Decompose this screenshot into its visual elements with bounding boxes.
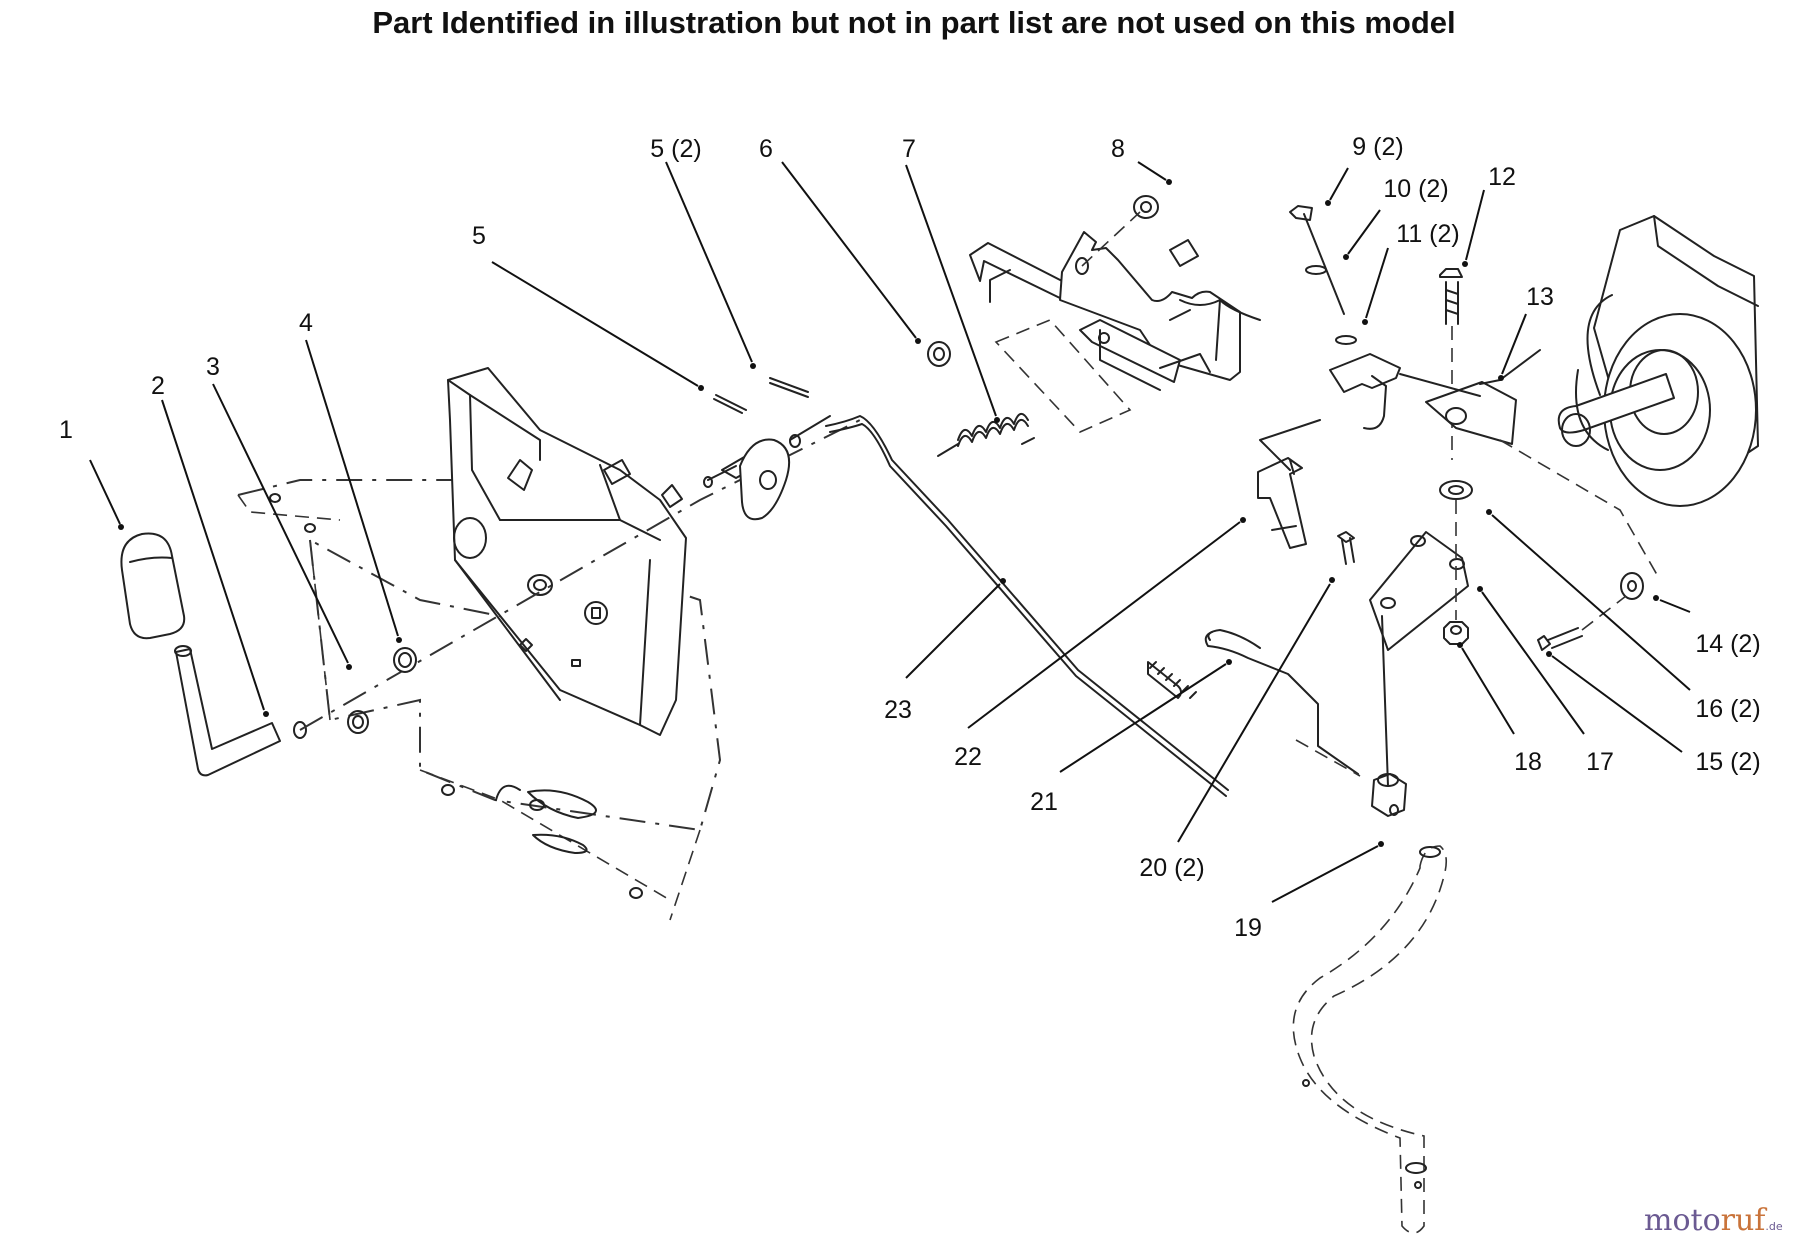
washer-6 xyxy=(927,341,951,367)
callout-15: 15 (2) xyxy=(1695,748,1760,776)
callout-19: 19 xyxy=(1234,914,1262,942)
pin-5-2 xyxy=(769,377,809,398)
cotter-pin-21 xyxy=(1204,629,1361,777)
callout-22: 22 xyxy=(954,743,982,771)
callout-4: 4 xyxy=(299,309,313,337)
callout-3: 3 xyxy=(206,353,220,381)
rod-end-block xyxy=(1371,773,1407,817)
callout-18: 18 xyxy=(1514,748,1542,776)
spring-7 xyxy=(937,413,1035,457)
watermark: motoruf.de xyxy=(1644,1203,1783,1238)
transmission-housing xyxy=(1557,215,1759,507)
leader-lines xyxy=(89,161,1691,903)
callout-14: 14 (2) xyxy=(1695,630,1760,658)
callout-9: 9 (2) xyxy=(1352,133,1403,161)
callout-5-2: 5 (2) xyxy=(650,135,701,163)
callout-20: 20 (2) xyxy=(1139,854,1204,882)
pin-5 xyxy=(713,394,747,414)
washer-14 xyxy=(1620,572,1644,600)
washer-11 xyxy=(1335,335,1357,345)
shift-knob xyxy=(120,532,186,640)
callout-12: 12 xyxy=(1488,163,1516,191)
callout-2: 2 xyxy=(151,372,165,400)
bolt-12 xyxy=(1439,268,1463,460)
callout-labels: 1 2 3 4 5 5 (2) 6 7 8 9 (2) 10 (2) 11 (2… xyxy=(59,133,1761,942)
callout-13: 13 xyxy=(1526,283,1554,311)
washer-16 xyxy=(1439,480,1473,500)
bolt-9 xyxy=(1289,205,1345,315)
bushing-4 xyxy=(393,647,417,673)
callout-17: 17 xyxy=(1586,748,1614,776)
bolt-15 xyxy=(1537,627,1583,651)
callout-6: 6 xyxy=(759,135,773,163)
shaft-axis-line xyxy=(299,419,861,731)
nut-18 xyxy=(1443,621,1469,645)
callout-23: 23 xyxy=(884,696,912,724)
control-rod-19 xyxy=(1292,845,1448,1234)
callout-16: 16 (2) xyxy=(1695,695,1760,723)
callout-21: 21 xyxy=(1030,788,1058,816)
washer-3 xyxy=(347,710,369,734)
bolt-20 xyxy=(1337,531,1355,565)
callout-10: 10 (2) xyxy=(1383,175,1448,203)
callout-7: 7 xyxy=(902,135,916,163)
shift-lever xyxy=(174,645,307,777)
watermark-text: motoruf.de xyxy=(1644,1203,1783,1238)
bracket-13 xyxy=(1329,349,1541,445)
control-bracket xyxy=(447,367,687,736)
axis-line-8 xyxy=(1081,211,1141,267)
header-note: Part Identified in illustration but not … xyxy=(372,5,1455,40)
callout-5: 5 xyxy=(472,222,486,250)
frame-outline xyxy=(994,319,1132,433)
washer-10 xyxy=(1305,265,1327,275)
callout-11: 11 (2) xyxy=(1396,220,1459,248)
pivot-assembly xyxy=(703,415,831,521)
axis-line-right xyxy=(1499,439,1661,581)
callout-1: 1 xyxy=(59,416,73,444)
frame-bracket xyxy=(969,231,1261,391)
triangle-plate-17 xyxy=(1369,531,1469,787)
callout-8: 8 xyxy=(1111,135,1125,163)
control-rod xyxy=(825,415,1229,797)
lever-plate-22 xyxy=(1257,419,1321,549)
